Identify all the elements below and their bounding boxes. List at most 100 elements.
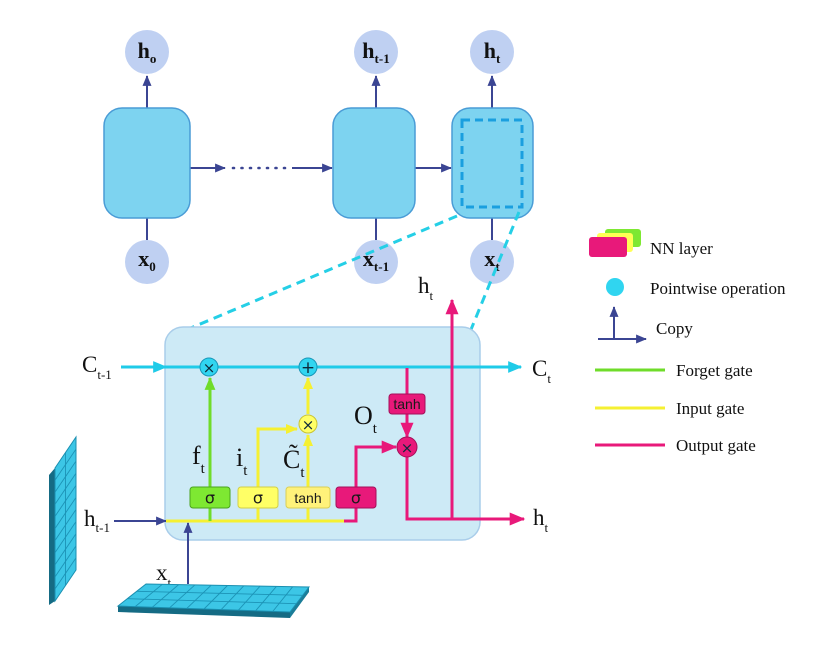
label-x0-sub: 0 xyxy=(149,259,156,274)
add-op xyxy=(298,357,318,377)
label-h-t-out-sub: t xyxy=(545,520,549,535)
legend-copy-label: Copy xyxy=(656,319,693,338)
panel-grid-line xyxy=(152,584,179,608)
panel-grid-line xyxy=(127,598,297,605)
label-h-t-up-base: h xyxy=(418,273,430,298)
candidate-tanh: tanh xyxy=(294,490,321,506)
label-x-t-in: xt xyxy=(156,560,172,590)
panel-grid-line xyxy=(203,585,228,610)
panel-grid-line xyxy=(54,448,77,481)
legend-pointwise-label: Pointwise operation xyxy=(650,279,786,298)
label-h0: ho xyxy=(138,38,157,66)
hidden-vector-panel-side xyxy=(49,468,55,605)
label-x-prev: xt-1 xyxy=(363,246,389,274)
label-h-t-sub: t xyxy=(496,51,501,66)
cell-tanh: tanh xyxy=(393,396,420,412)
label-i-t: it xyxy=(236,443,248,479)
legend-output-label: Output gate xyxy=(676,436,756,455)
label-x-t: xt xyxy=(484,246,500,274)
label-c-tilde-base: C̃ xyxy=(283,445,300,474)
panel-grid-line xyxy=(54,473,77,505)
label-x-prev-base: x xyxy=(363,246,374,271)
input-gate-sigma: σ xyxy=(253,489,263,508)
output-gate-sigma: σ xyxy=(351,489,361,508)
label-x0: x0 xyxy=(138,246,156,274)
label-c-t: Ct xyxy=(532,356,551,386)
label-x-t-base: x xyxy=(484,246,495,271)
label-x-t-sub: t xyxy=(495,259,500,274)
label-h-t-base: h xyxy=(484,38,496,63)
label-h-t-up: ht xyxy=(418,273,434,303)
label-f-t: ft xyxy=(192,441,206,477)
panel-grid-line xyxy=(272,586,294,612)
input-vector-panel xyxy=(116,583,310,618)
panel-grid-line xyxy=(54,557,77,590)
label-h0-base: h xyxy=(138,38,150,63)
label-c-prev-sub: t-1 xyxy=(97,367,111,382)
node-h-t xyxy=(470,30,514,74)
input-vector-panel-side xyxy=(290,587,309,618)
label-x-t-in-base: x xyxy=(156,560,168,585)
label-c-tilde: C̃t xyxy=(283,445,305,481)
input-gate-sigma-box xyxy=(237,486,279,509)
label-h-t-up-sub: t xyxy=(430,288,434,303)
forget-multiply-op xyxy=(199,357,219,377)
zoom-line-right xyxy=(468,211,521,333)
legend: NN layer Pointwise operation Copy Forget… xyxy=(589,229,786,455)
hidden-out-arrow xyxy=(405,457,526,526)
label-c-prev-base: C xyxy=(82,352,97,377)
forget-gate-sigma-box xyxy=(189,486,231,509)
panel-grid-line xyxy=(54,460,77,493)
panel-grid-line xyxy=(134,583,163,607)
input-gate-arrow xyxy=(256,424,298,487)
panel-grid-line xyxy=(238,585,261,611)
panel-grid-line xyxy=(54,521,77,553)
label-c-t-sub: t xyxy=(547,371,551,386)
panel-grid-line xyxy=(54,533,77,565)
label-o-t-base: O xyxy=(354,401,373,430)
cell-tanh-box xyxy=(388,393,426,415)
panel-grid-line xyxy=(255,586,277,612)
output-gate-sigma-box xyxy=(335,486,377,509)
label-h0-sub: o xyxy=(150,51,157,66)
node-x-t xyxy=(470,240,514,284)
forget-gate-sigma: σ xyxy=(205,489,215,508)
node-x-prev xyxy=(354,240,398,284)
label-h-prev-in-sub: t-1 xyxy=(96,520,110,535)
lstm-cell: × + × × σ σ tanh σ tanh Ct-1 Ct ht-1 xt … xyxy=(82,273,551,590)
label-h-t-out-base: h xyxy=(533,505,545,530)
node-x0 xyxy=(125,240,169,284)
panel-grid-line xyxy=(54,497,77,529)
rnn-cell-0 xyxy=(103,107,191,219)
label-x-t-in-sub: t xyxy=(168,575,172,590)
output-gate-arrow xyxy=(354,440,398,487)
panel-grid-line xyxy=(220,585,245,610)
label-x0-base: x xyxy=(138,246,149,271)
panel-grid-line xyxy=(54,485,77,517)
label-h-prev: ht-1 xyxy=(362,38,389,66)
output-multiply-op xyxy=(396,436,418,458)
legend-nn-layer-label: NN layer xyxy=(650,239,713,258)
legend-pointwise-icon xyxy=(606,278,624,296)
node-h0 xyxy=(125,30,169,74)
label-c-t-base: C xyxy=(532,356,547,381)
legend-nn-layer-icon xyxy=(589,237,627,257)
output-multiply-symbol: × xyxy=(401,439,414,457)
node-h-prev xyxy=(354,30,398,74)
input-multiply-symbol: × xyxy=(302,416,315,434)
candidate-tanh-box xyxy=(285,486,331,509)
label-h-prev-in-base: h xyxy=(84,506,96,531)
label-h-prev-in: ht-1 xyxy=(84,506,110,535)
label-c-prev: Ct-1 xyxy=(82,352,112,382)
forget-multiply-symbol: × xyxy=(203,359,216,377)
label-h-t: ht xyxy=(484,38,501,66)
panel-grid-line xyxy=(54,545,77,578)
input-multiply-op xyxy=(298,414,318,434)
label-c-tilde-sub: t xyxy=(300,465,305,481)
label-h-prev-base: h xyxy=(362,38,374,63)
label-x-prev-sub: t-1 xyxy=(374,259,389,274)
label-i-t-base: i xyxy=(236,443,243,472)
label-o-t-sub: t xyxy=(373,421,378,437)
label-f-t-sub: t xyxy=(201,461,206,477)
